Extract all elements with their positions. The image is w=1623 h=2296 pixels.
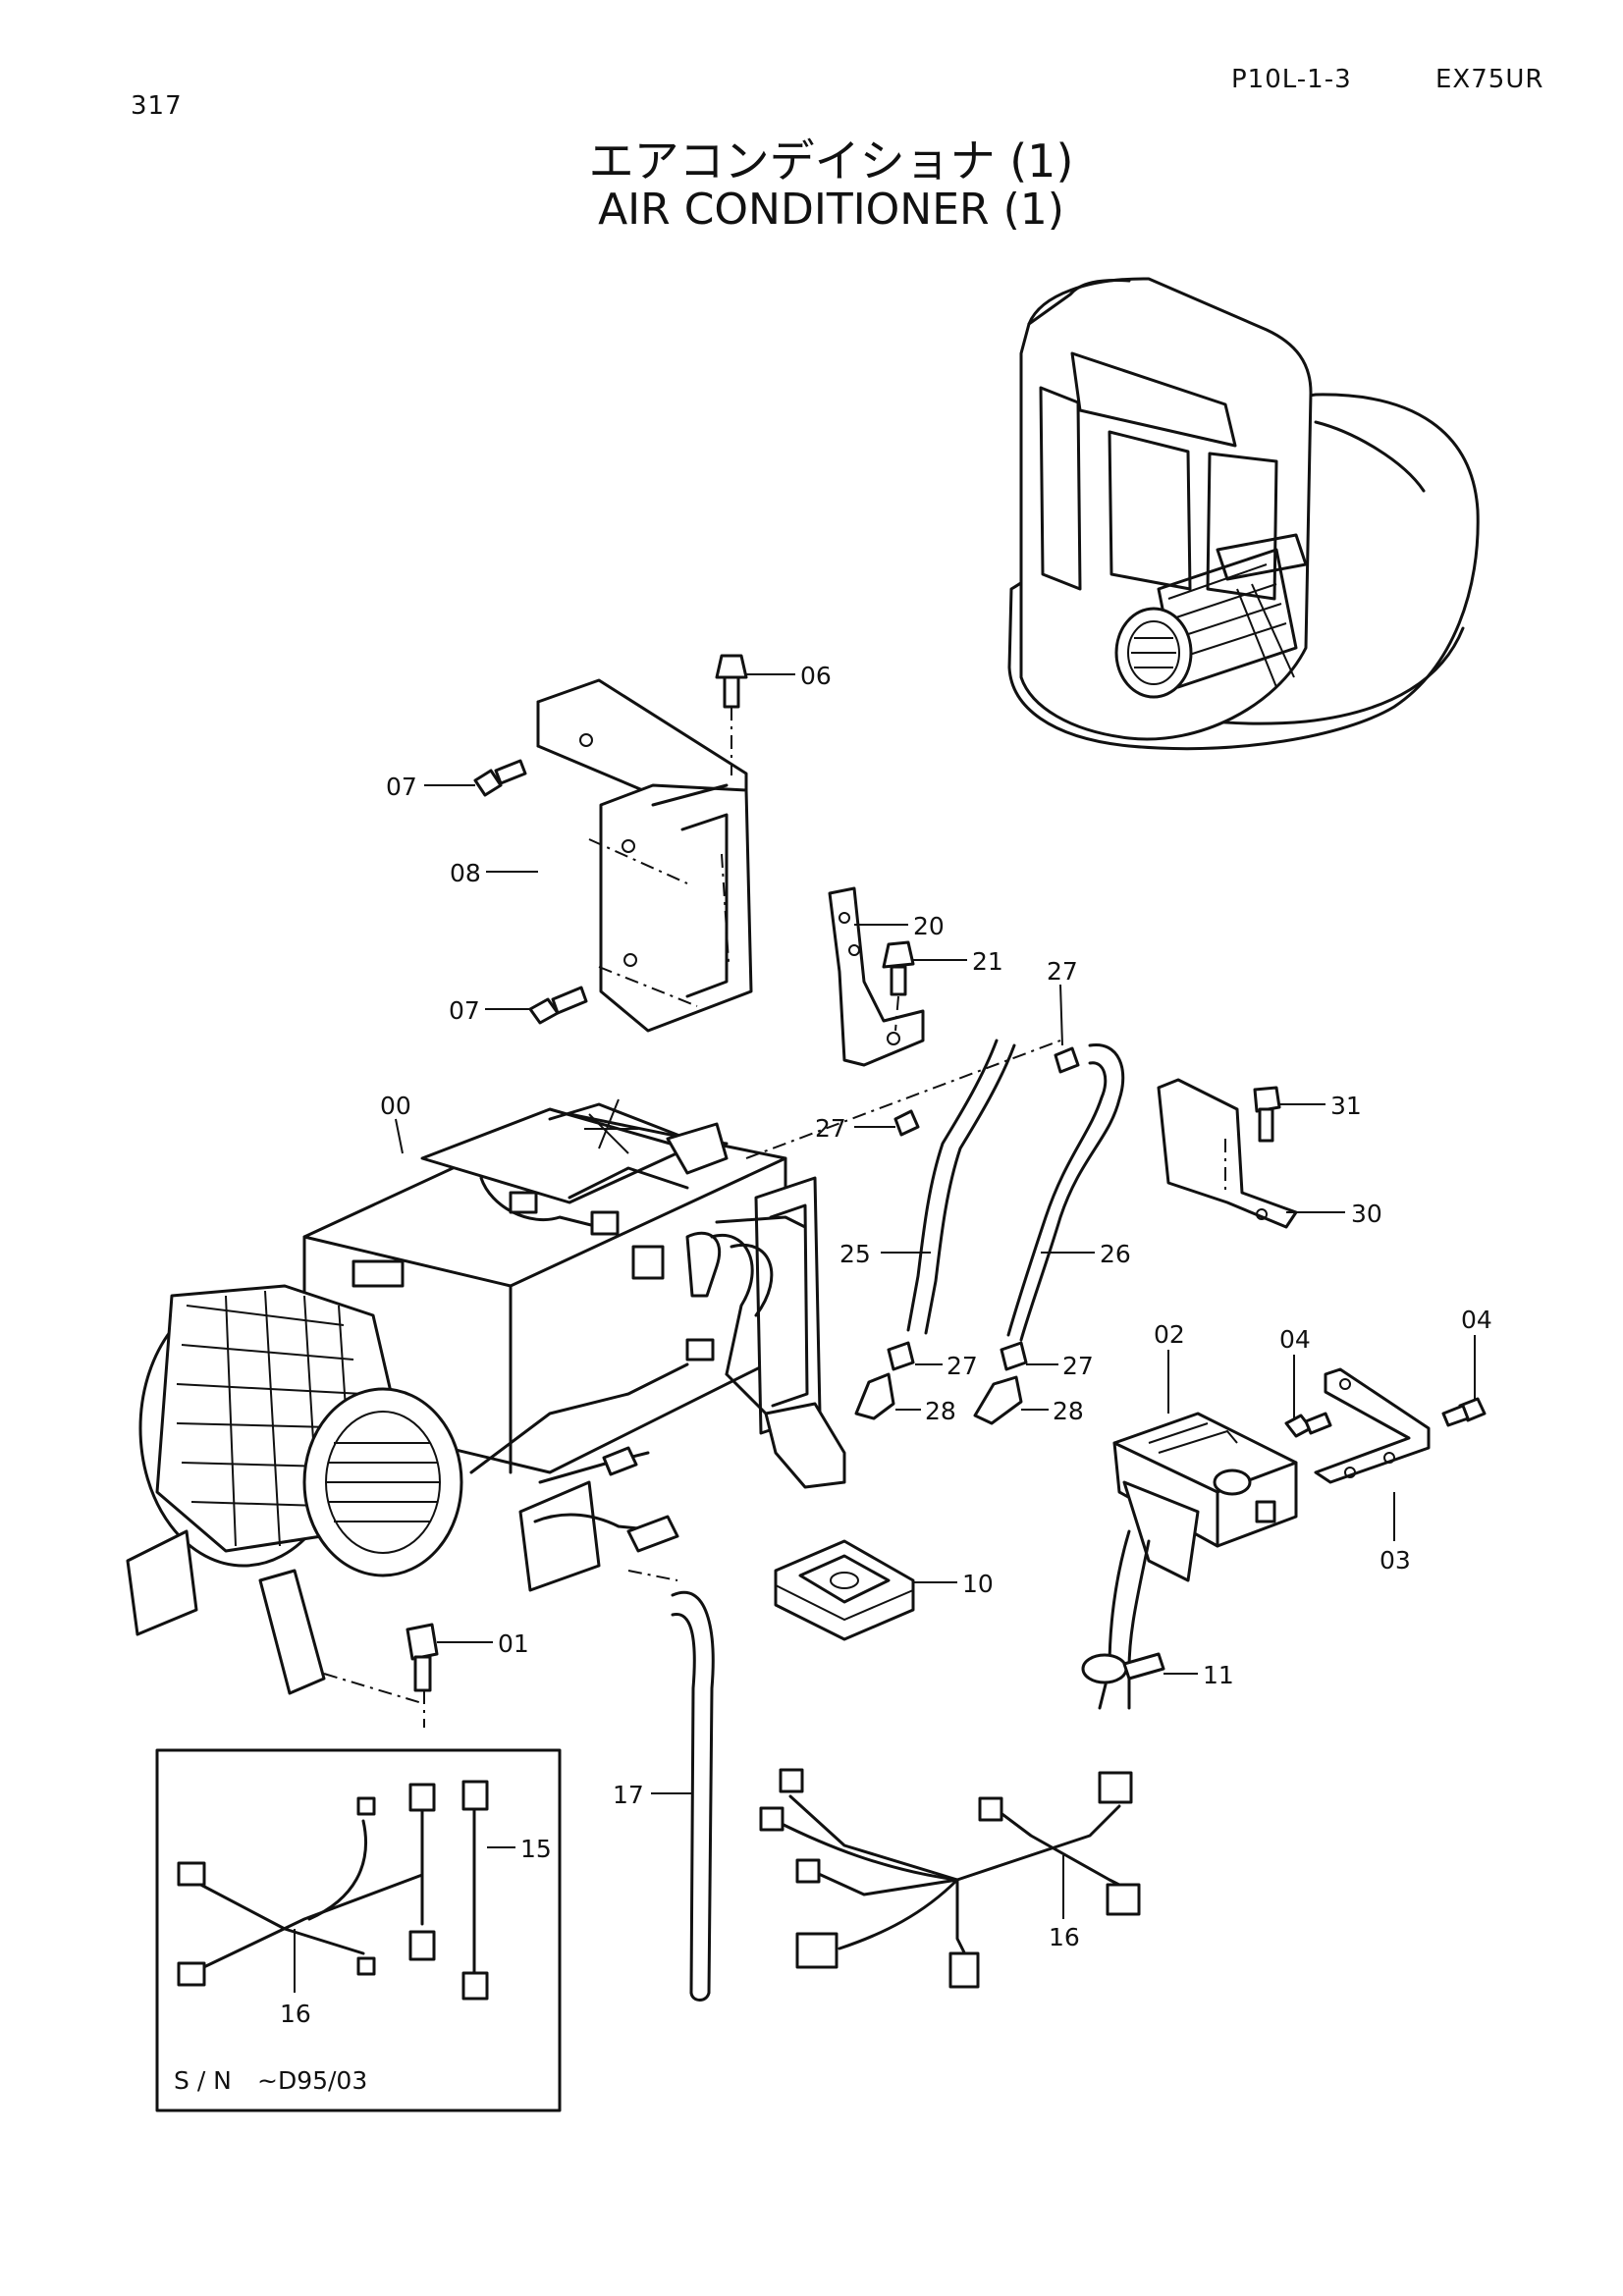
callout-31: 31 xyxy=(1330,1092,1362,1120)
callout-27-lower-right: 27 xyxy=(1062,1352,1094,1380)
callout-leaders xyxy=(294,673,1476,1993)
bracket-20 xyxy=(828,886,925,1067)
inset-box: S / N ~D95/03 xyxy=(155,1748,562,2112)
bolt-04-a xyxy=(1284,1412,1332,1438)
model-code: EX75UR xyxy=(1435,65,1544,94)
bolt-06 xyxy=(715,654,748,709)
bolt-31 xyxy=(1253,1086,1281,1143)
callout-27-left: 27 xyxy=(815,1114,846,1143)
fitting-28-a xyxy=(854,1372,895,1420)
bolt-01 xyxy=(323,1623,439,1728)
callout-02: 02 xyxy=(1154,1320,1185,1349)
callout-00: 00 xyxy=(380,1092,411,1120)
fitting-28-b xyxy=(973,1375,1023,1425)
callout-numbers: 06 07 08 07 20 21 27 27 00 25 26 31 30 2… xyxy=(280,662,1492,2028)
callout-28-right: 28 xyxy=(1053,1397,1084,1425)
control-panel-02 xyxy=(1098,1412,1298,1710)
hose-17 xyxy=(671,1590,715,2002)
callout-27-top: 27 xyxy=(1047,957,1078,986)
clamp-27-c xyxy=(887,1341,915,1371)
callout-07-lower: 07 xyxy=(449,996,480,1025)
mounting-bracket-assembly xyxy=(536,678,753,1033)
callout-25: 25 xyxy=(839,1240,871,1268)
clamp-11 xyxy=(1081,1652,1165,1684)
serial-number-label: S / N xyxy=(174,2066,232,2095)
page-number: 317 xyxy=(131,91,183,121)
wire-harness-15 xyxy=(461,1780,489,2001)
clamp-27-b xyxy=(1054,1046,1080,1074)
callout-30: 30 xyxy=(1351,1200,1382,1228)
callout-27-lower-left: 27 xyxy=(947,1352,978,1380)
cab-ac-unit-highlight xyxy=(1114,533,1308,699)
callout-07-upper: 07 xyxy=(386,773,417,801)
title-english: AIR CONDITIONER (1) xyxy=(598,185,1064,235)
bracket-03 xyxy=(1314,1367,1431,1484)
callout-08: 08 xyxy=(450,859,481,887)
bolt-21 xyxy=(882,940,915,1032)
callout-01: 01 xyxy=(498,1629,529,1658)
clamp-27-a xyxy=(893,1109,920,1137)
callout-11: 11 xyxy=(1203,1661,1234,1689)
callout-04-left: 04 xyxy=(1279,1325,1311,1354)
hose-26 xyxy=(1006,1043,1125,1342)
title-japanese: エアコンデイショナ (1) xyxy=(588,134,1074,187)
callout-10: 10 xyxy=(962,1570,994,1598)
serial-number-value: ~D95/03 xyxy=(257,2066,367,2095)
reference-code: P10L-1-3 xyxy=(1231,65,1352,94)
bolt-07-upper xyxy=(473,759,527,797)
bolt-04-b xyxy=(1441,1397,1487,1427)
callout-04-right: 04 xyxy=(1461,1306,1492,1334)
callout-17: 17 xyxy=(613,1781,644,1809)
callout-20: 20 xyxy=(913,912,945,940)
callout-03: 03 xyxy=(1380,1546,1411,1575)
callout-06: 06 xyxy=(800,662,832,690)
callout-16-right: 16 xyxy=(1049,1923,1080,1951)
hose-25 xyxy=(906,1039,1016,1335)
wire-harness-16-inset xyxy=(177,1783,436,1987)
clamp-27-d xyxy=(1000,1341,1028,1371)
callout-16-inset: 16 xyxy=(280,2000,311,2028)
seal-10 xyxy=(774,1539,915,1641)
air-conditioner-unit-00 xyxy=(126,1040,1061,1695)
bolt-07-lower xyxy=(528,986,588,1025)
callout-26: 26 xyxy=(1100,1240,1131,1268)
wire-harness-16 xyxy=(759,1768,1141,1989)
callout-21: 21 xyxy=(972,947,1003,976)
callout-15: 15 xyxy=(520,1835,552,1863)
callout-28-left: 28 xyxy=(925,1397,956,1425)
excavator-cab-illustration xyxy=(1007,277,1480,751)
